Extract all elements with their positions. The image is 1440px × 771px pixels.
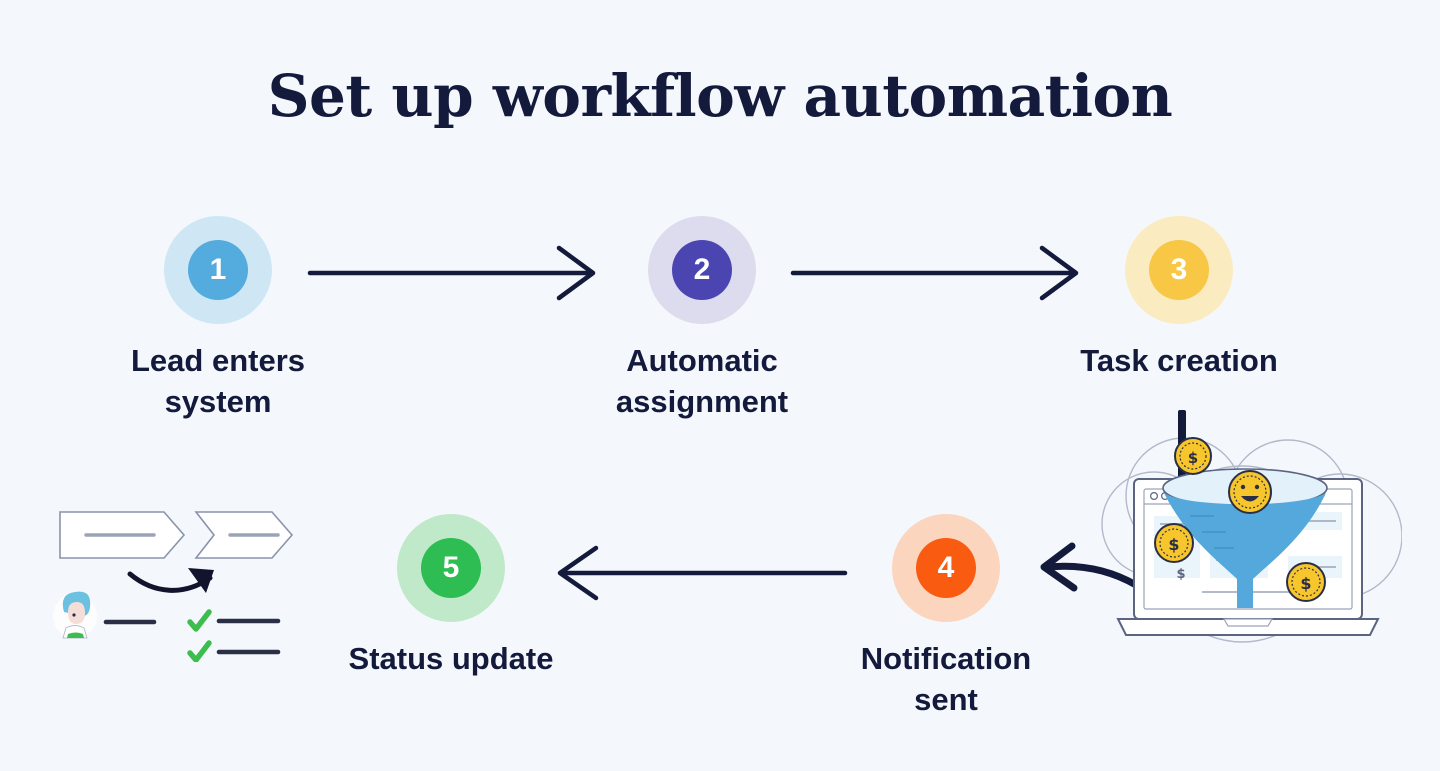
- coin-left: $ $: [1154, 523, 1194, 582]
- step-3-bullet: 3: [1149, 240, 1209, 300]
- process-checklist-illustration: [53, 511, 294, 662]
- coin-smiling: [1228, 470, 1272, 514]
- arrow-step4-to-step5: [557, 545, 848, 601]
- step-1-label: Lead enters system: [130, 343, 305, 420]
- step-node-4[interactable]: 4 Notification sent: [836, 514, 1056, 720]
- step-4-label: Notification sent: [860, 641, 1032, 718]
- arrow-step1-to-step2: [307, 245, 596, 301]
- step-2-bullet: 2: [672, 240, 732, 300]
- svg-text:$: $: [1300, 574, 1311, 593]
- step-1-halo: 1: [164, 216, 272, 324]
- arrow-step2-to-step3: [790, 245, 1079, 301]
- step-2-halo: 2: [648, 216, 756, 324]
- check-icon: [187, 640, 212, 662]
- step-node-5[interactable]: 5 Status update: [341, 514, 561, 679]
- step-node-3[interactable]: 3 Task creation: [1069, 216, 1289, 381]
- step-4-number: 4: [937, 551, 955, 584]
- step-2-number: 2: [693, 253, 711, 286]
- svg-text:$: $: [1176, 567, 1185, 582]
- step-4-bullet: 4: [916, 538, 976, 598]
- step-3-number: 3: [1170, 253, 1188, 286]
- curved-arrow-icon: [127, 568, 214, 593]
- step-5-number: 5: [442, 551, 460, 584]
- arrow-step3-to-step4: [1040, 542, 1140, 592]
- step-node-1[interactable]: 1 Lead enters system: [108, 216, 328, 422]
- avatar: [53, 591, 97, 639]
- checklist-item-2: [187, 640, 281, 662]
- step-5-halo: 5: [397, 514, 505, 622]
- step-5-bullet: 5: [421, 538, 481, 598]
- step-5-label: Status update: [348, 641, 554, 676]
- svg-text:$: $: [1188, 449, 1198, 467]
- coin-right: $: [1286, 562, 1326, 602]
- checklist-item-1: [187, 609, 281, 632]
- check-icon: [187, 609, 212, 632]
- coin-top-left: $: [1174, 437, 1212, 475]
- step-node-2[interactable]: 2 Automatic assignment: [592, 216, 812, 422]
- step-3-label: Task creation: [1080, 343, 1278, 378]
- step-4-halo: 4: [892, 514, 1000, 622]
- step-1-bullet: 1: [188, 240, 248, 300]
- step-3-halo: 3: [1125, 216, 1233, 324]
- step-2-label: Automatic assignment: [615, 343, 789, 420]
- sales-funnel-laptop-illustration: $ $ $ $: [1101, 410, 1402, 643]
- step-1-number: 1: [209, 253, 227, 286]
- page-title: Set up workflow automation: [267, 62, 1173, 130]
- svg-text:$: $: [1168, 535, 1179, 554]
